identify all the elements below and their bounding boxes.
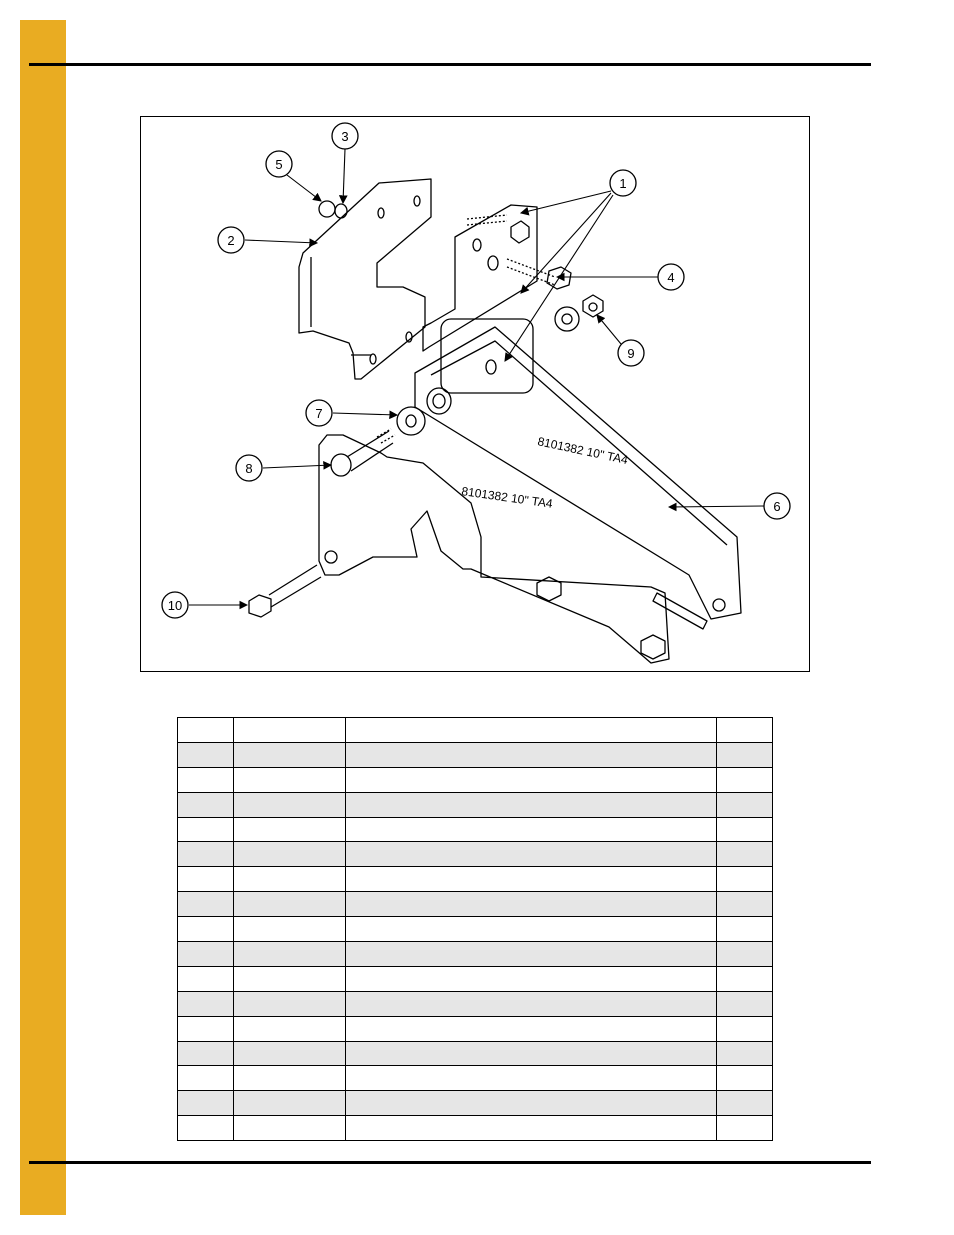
arm-part [414, 326, 742, 630]
hex-bolt-part [248, 564, 322, 618]
table-row [177, 841, 773, 868]
table-row [177, 941, 773, 967]
callout-markers [161, 122, 791, 619]
table-row [177, 1015, 773, 1042]
table-row [177, 1115, 773, 1142]
table-header-row [177, 717, 773, 743]
parts-table [177, 717, 773, 1142]
table-row [177, 866, 773, 893]
washer-right-part [554, 306, 580, 332]
header-rule [29, 63, 871, 66]
table-row [177, 816, 773, 843]
table-row [177, 891, 773, 918]
callout-4: 4 [667, 270, 674, 285]
callout-10: 10 [168, 598, 182, 613]
callout-5: 5 [275, 157, 282, 172]
table-row [177, 741, 773, 768]
callout-6: 6 [773, 499, 780, 514]
side-color-band [20, 20, 66, 1215]
table-header-cell [716, 717, 773, 743]
lower-plate-part [318, 434, 670, 664]
callout-9: 9 [627, 346, 634, 361]
arm-part-label: 8101382 10" TA4 [536, 434, 629, 467]
lock-nut-part [582, 294, 604, 318]
table-row [177, 1065, 773, 1092]
footer-rule [29, 1161, 871, 1164]
callout-2: 2 [227, 233, 234, 248]
table-row [177, 1090, 773, 1117]
callout-8: 8 [245, 461, 252, 476]
callout-1: 1 [619, 176, 626, 191]
table-header-cell [233, 717, 346, 743]
bracket-part [298, 178, 432, 380]
exploded-parts-diagram: 1 2 3 4 5 6 7 8 9 10 8101382 10" TA4 810… [140, 116, 810, 672]
table-row [177, 1040, 773, 1067]
table-header-cell [177, 717, 234, 743]
table-header-cell [345, 717, 717, 743]
mounting-plate-part [422, 204, 572, 394]
table-row [177, 965, 773, 992]
plate-part-label: 8101382 10" TA4 [461, 484, 554, 511]
washer-part [396, 406, 426, 436]
table-row [177, 916, 773, 943]
callout-3: 3 [341, 129, 348, 144]
table-row [177, 791, 773, 818]
callout-7: 7 [315, 406, 322, 421]
table-row [177, 990, 773, 1017]
table-row [177, 766, 773, 793]
shoulder-bolt-part [330, 428, 396, 477]
